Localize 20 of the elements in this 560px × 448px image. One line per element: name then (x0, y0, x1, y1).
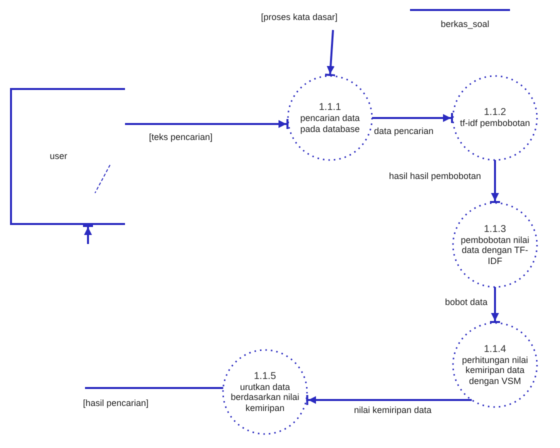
flow-label: [teks pencarian] (148, 132, 214, 142)
process-number: 1.1.1 (318, 102, 342, 114)
flow-label: [proses kata dasar] (260, 12, 339, 22)
process-number: 1.1.4 (484, 344, 506, 355)
flow-label: data pencarian (373, 126, 435, 136)
process-number: 1.1.3 (484, 224, 506, 235)
process-name: perhitungan nilai kemiripan data dengan VSM (460, 354, 530, 386)
external-entity (10, 88, 125, 225)
entity-name: user (50, 151, 68, 162)
flow-label: hasil hasil pembobotan (388, 171, 482, 181)
flow-label: nilai kemiripan data (353, 405, 433, 415)
process-name: pembobotan nilai data dengan TF-IDF (460, 234, 530, 266)
process-name: pencarian data pada database (299, 113, 361, 134)
flow-label: bobot data (444, 297, 489, 307)
entity-name: berkas_soal (440, 18, 490, 30)
process-number: 1.1.2 (484, 107, 506, 118)
process-name: tf-idf pembobotan (460, 118, 530, 129)
process-name: urutkan data berdasarkan nilai kemiripan (230, 382, 300, 414)
flow-label: [hasil pencarian] (82, 398, 150, 408)
process-number: 1.1.5 (254, 370, 276, 382)
